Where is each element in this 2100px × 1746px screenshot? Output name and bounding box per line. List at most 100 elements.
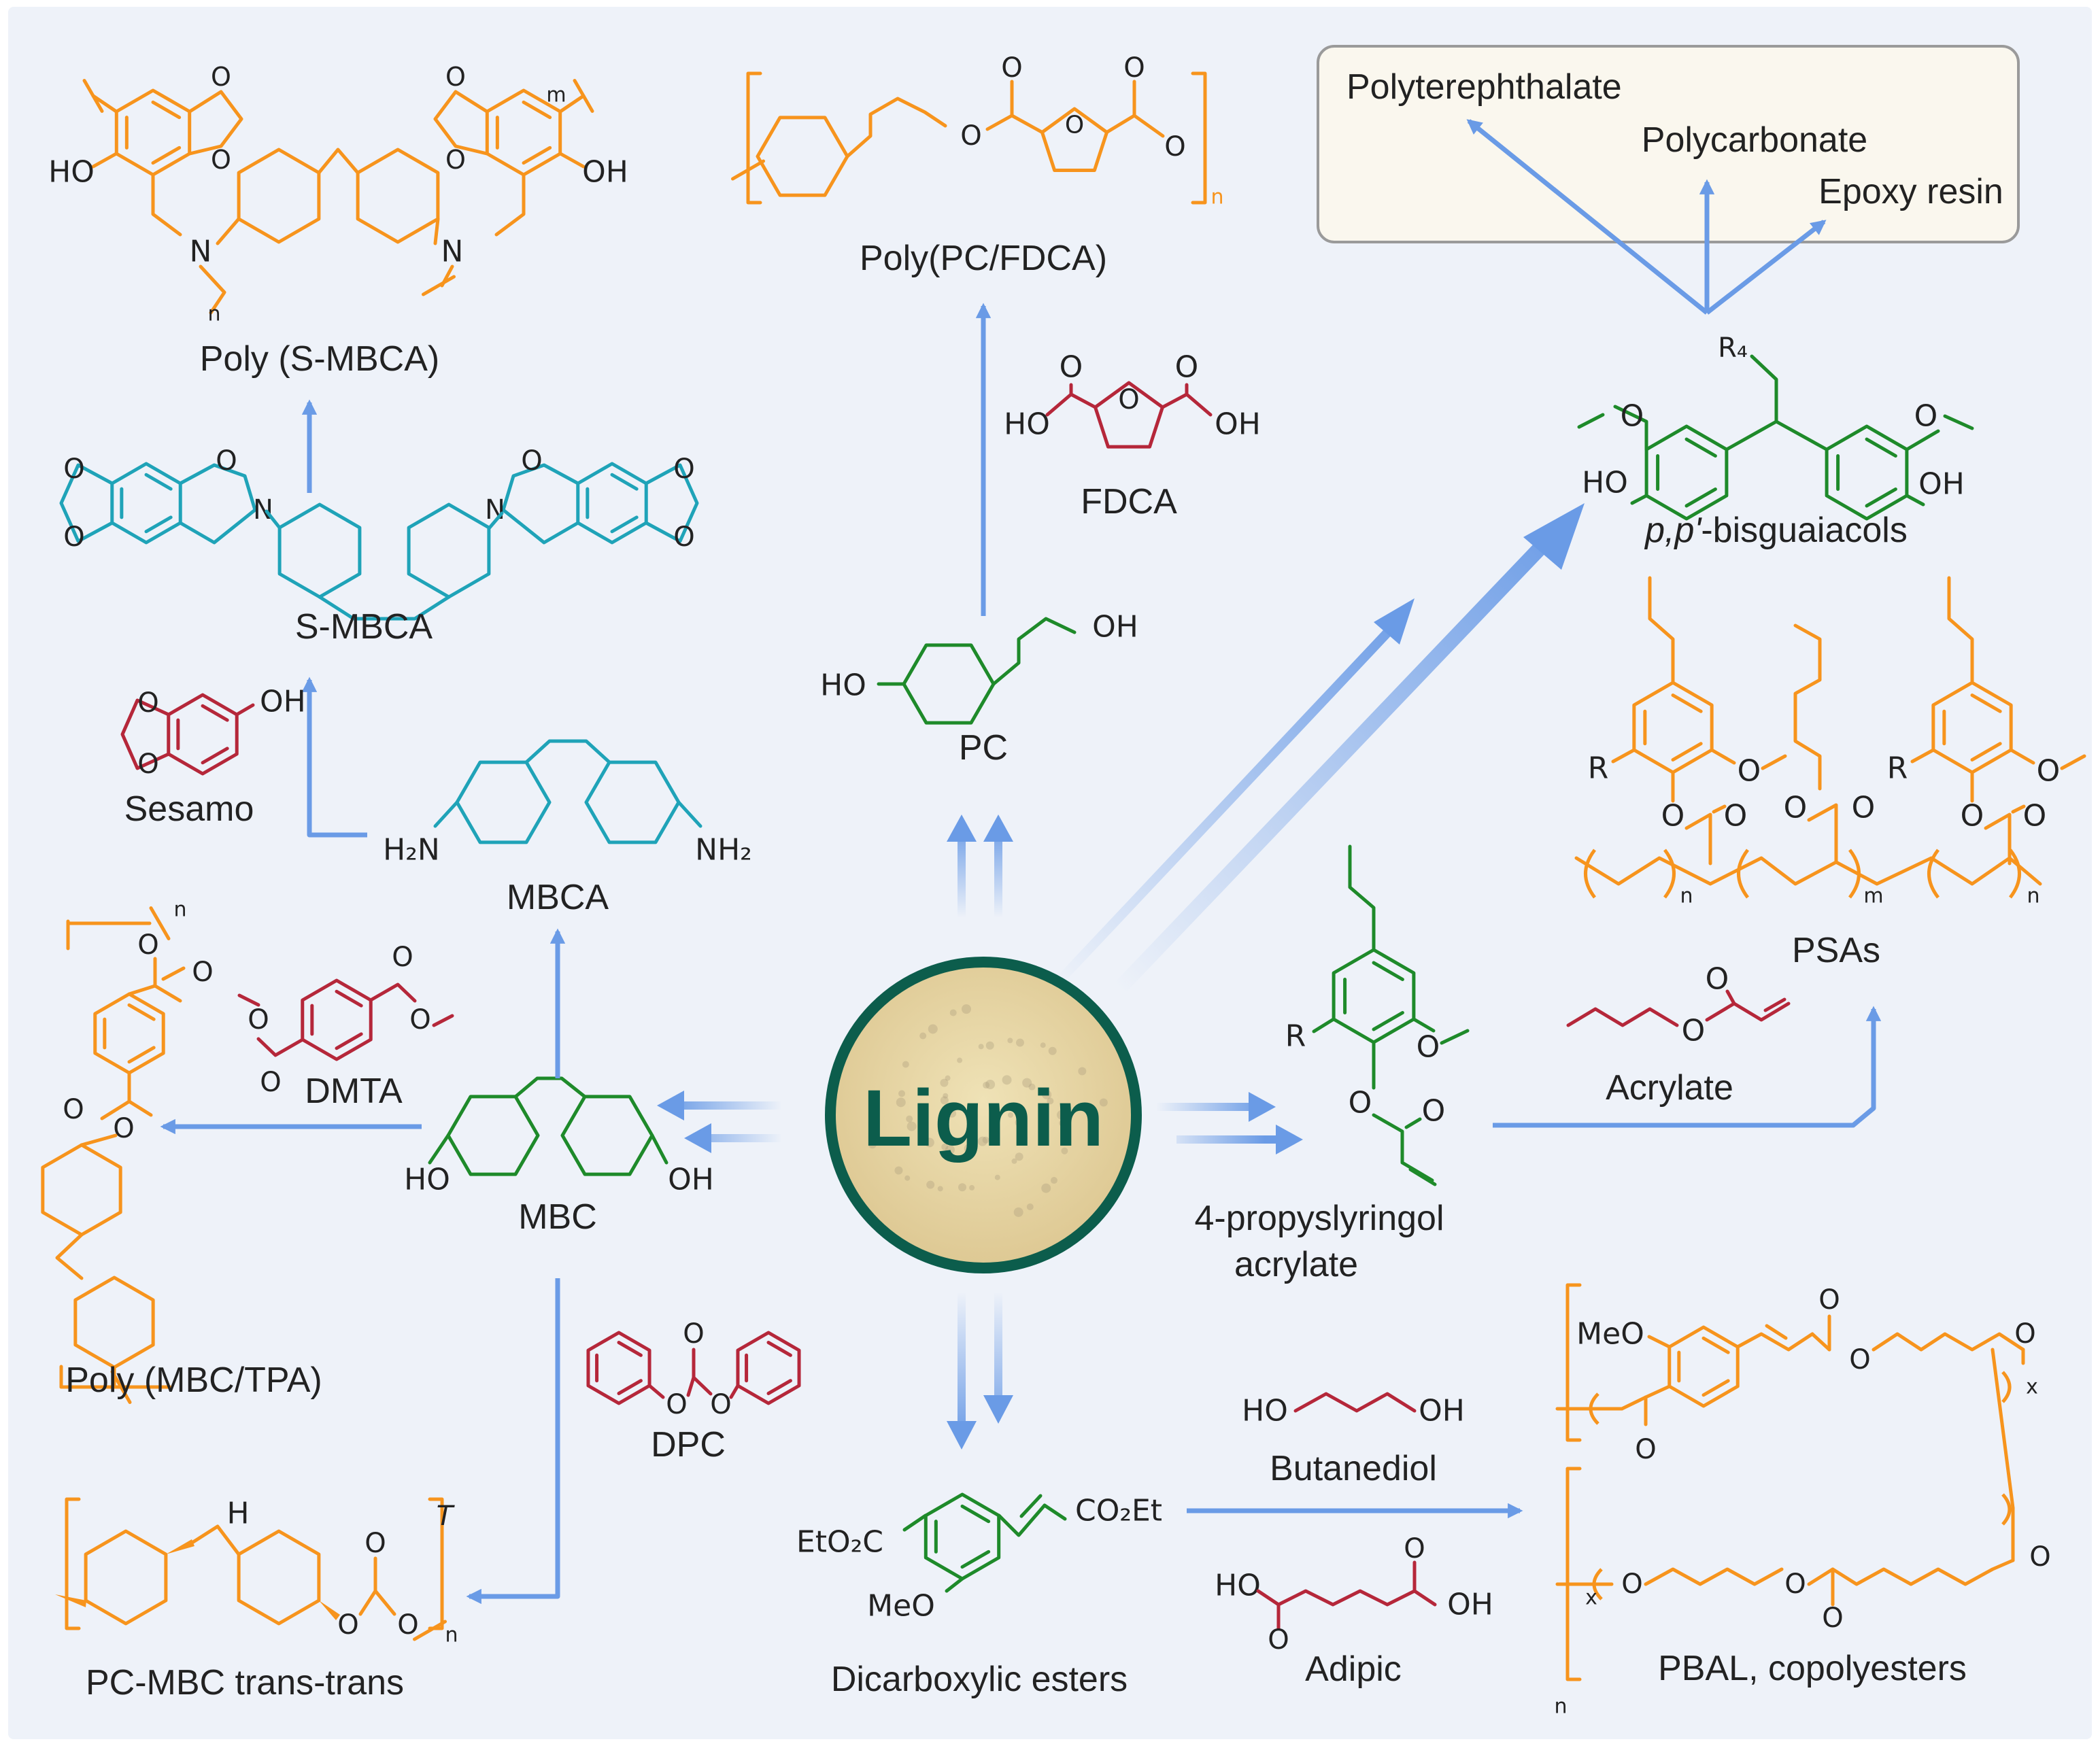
s-mbca-ring-left (277, 502, 362, 599)
lignin-texture-dot (983, 1082, 990, 1089)
methylene-bridge (317, 148, 360, 175)
bisguaiacols-rest: -bisguaiacols (1701, 511, 1908, 550)
atom-label: O (2037, 754, 2061, 789)
ester-right (369, 982, 417, 1003)
lignin-texture-dot (1061, 1147, 1068, 1154)
ester-chain (1807, 803, 1838, 864)
lignin-texture-dot (906, 1115, 913, 1123)
methyl-bond (1440, 1029, 1470, 1045)
lignin-texture-dot (1015, 1118, 1023, 1127)
dpc-label: DPC (651, 1425, 726, 1465)
atom-label: H (226, 1496, 249, 1531)
psas-label: PSAs (1792, 931, 1880, 970)
lignin-texture-dot (1048, 1046, 1057, 1055)
atom-label: T (437, 1501, 456, 1532)
mbc-ring-right (560, 1095, 654, 1176)
atom-label: m (546, 84, 566, 107)
r-bond (1312, 1017, 1336, 1033)
product-label-0: Polyterephthalate (1347, 67, 1622, 107)
repeat-paren (1663, 849, 1676, 899)
atom-label: O (365, 1528, 386, 1559)
atom-label: n (1554, 1695, 1567, 1719)
atom-label: O (1852, 791, 1876, 825)
lignin-texture-dot (941, 1143, 949, 1150)
atom-label: O (1123, 52, 1145, 84)
dicarboxylic-label: Dicarboxylic esters (831, 1660, 1128, 1699)
atom-label: m (1863, 885, 1883, 908)
carbonyl-bond (1404, 1117, 1422, 1129)
lignin-texture-dot (1015, 1152, 1023, 1161)
atom-label: O (521, 445, 542, 477)
chain-bond (91, 94, 118, 114)
atom-label: O (409, 1004, 430, 1035)
lignin-texture-dot (1050, 1177, 1057, 1184)
aromatic-bond (1684, 437, 1717, 458)
lignin-texture-dot (868, 1140, 877, 1149)
aromatic-bond (144, 515, 173, 534)
lignin-texture-dot (943, 1093, 949, 1099)
mbca-label: MBCA (507, 878, 609, 917)
methyl-bond (432, 1014, 454, 1027)
mbca-ring-right (584, 760, 681, 844)
dioxole (120, 698, 171, 770)
atom-label: O (397, 1609, 418, 1641)
propyl-chain (1348, 844, 1376, 952)
lignin-texture-dot (896, 1097, 906, 1108)
arrowhead (1523, 503, 1585, 570)
arrowhead (947, 815, 977, 842)
bisguaiacols-italic: p,p' (1644, 511, 1702, 550)
atom-label: O (137, 749, 158, 780)
lignin-texture-dot (921, 1133, 929, 1141)
adipic-chain (1256, 1589, 1437, 1607)
atom-label: HO (1582, 466, 1628, 500)
atom-label: O (1682, 1014, 1706, 1048)
atom-label: O (1065, 112, 1084, 139)
left-bracket (746, 71, 762, 205)
poly-furan-ring (1040, 107, 1109, 172)
poly-cyclohexyl-right (356, 148, 440, 244)
atom-label: x (1585, 1586, 1597, 1610)
lignin-texture-dot (924, 1137, 934, 1148)
poly-pc-ring (756, 116, 849, 197)
lignin-texture-dot (907, 1121, 917, 1131)
butanediol-chain (1293, 1392, 1417, 1413)
nh2-bond (433, 800, 459, 828)
meo-bond (1647, 1335, 1672, 1349)
adipate-chain (1807, 1558, 2015, 1586)
aromatic-bond (127, 1046, 156, 1064)
ome-bond (1412, 1017, 1436, 1033)
lignin-texture-dot (1078, 1067, 1087, 1076)
chain (1620, 1395, 1648, 1411)
atom-label: O (1661, 799, 1685, 834)
propylsyringol-label: 4-propyslyringol (1194, 1199, 1444, 1238)
to-epoxy-arrow (1705, 220, 1827, 315)
atom-label: N (253, 494, 273, 526)
aromatic-bond (617, 1341, 643, 1357)
double-bond (1765, 1324, 1788, 1340)
ester-chain (1684, 812, 1712, 866)
pc-mbc-ring-1 (84, 1529, 168, 1626)
repeat-paren (2001, 1493, 2012, 1526)
mbc-to-pc-mbc-arrow (466, 1278, 560, 1605)
aromatic-bond (144, 473, 173, 491)
methoxy-bond (1613, 405, 1648, 451)
n-bond (216, 217, 241, 245)
atom-label: O (2023, 799, 2047, 834)
atom-label: OH (1918, 467, 1965, 502)
lignin-texture-dot (1016, 1123, 1022, 1129)
methyl-bond (1761, 754, 1787, 770)
lignin-texture-dot (1056, 1110, 1066, 1120)
atom-label: HO (1215, 1569, 1261, 1603)
link-bond (1010, 114, 1044, 135)
wedge-bond (55, 1594, 86, 1607)
atom-label: O (1349, 1086, 1372, 1120)
link (127, 984, 157, 996)
mbca-ring-left (455, 760, 552, 844)
aromatic-bond (151, 100, 182, 120)
atom-label: O (1621, 399, 1644, 434)
atom-label: O (211, 62, 231, 92)
bridge-bond (1725, 420, 1829, 451)
carbonate (686, 1375, 713, 1397)
lignin-texture-dot (1002, 1075, 1012, 1085)
